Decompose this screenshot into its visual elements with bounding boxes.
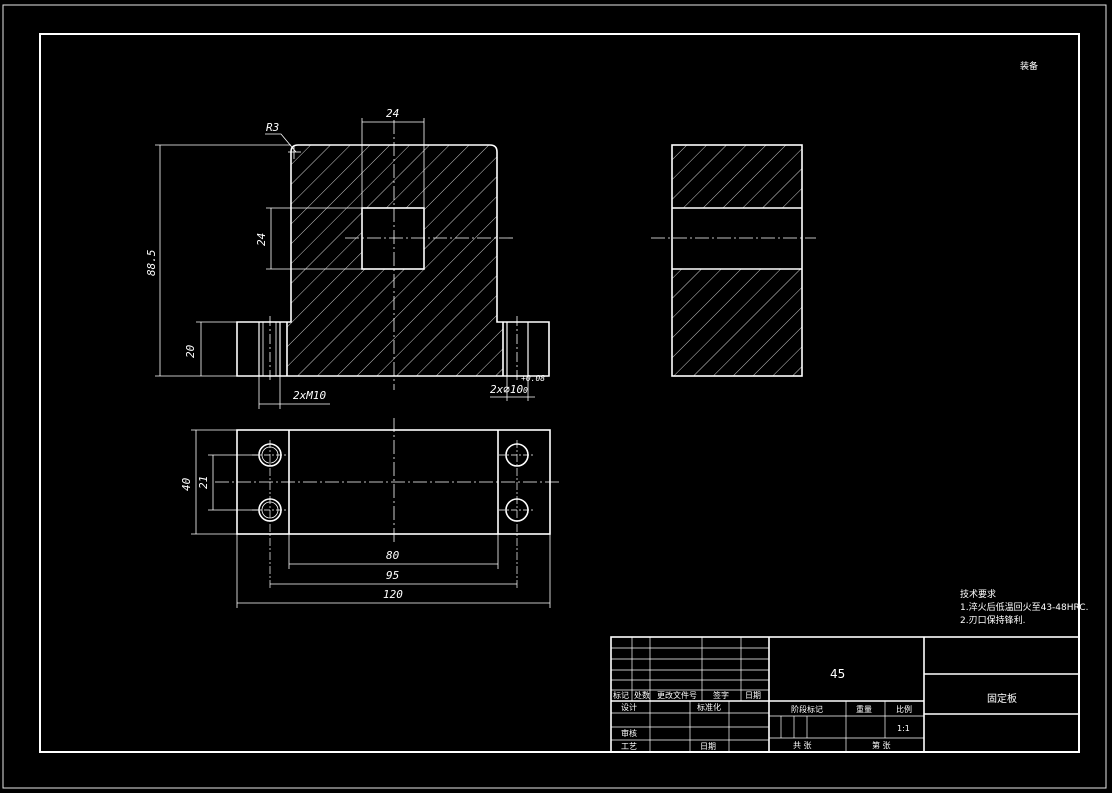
dim-fillet: R3 <box>266 121 280 134</box>
outer-frame <box>2 4 1107 789</box>
tb-sheet-no: 第 张 <box>872 741 891 750</box>
dim-bore-tol-upper: +0.08 <box>521 374 546 383</box>
side-lower-hatch <box>672 269 802 376</box>
dim-bore: 2x⌀10 <box>490 383 524 396</box>
tb-sheet-total: 共 张 <box>793 741 812 750</box>
front-section-view <box>236 120 550 390</box>
dim-inner-length: 80 <box>386 549 400 562</box>
tb-weight: 重量 <box>856 705 872 714</box>
tb-review: 审核 <box>621 729 637 738</box>
dim-hole-spacing: 95 <box>386 569 400 582</box>
dim-bore-tol-lower: 0 <box>523 386 528 395</box>
dim-thread: 2xM10 <box>293 389 327 402</box>
side-section-view <box>651 144 816 377</box>
dim-top-width: 24 <box>386 107 400 120</box>
tb-material: 45 <box>830 667 846 681</box>
tb-approve: 日期 <box>700 742 716 751</box>
dim-plan-hole-spacing: 21 <box>197 475 210 489</box>
side-upper-hatch <box>672 145 802 208</box>
tb-scale-value: 1:1 <box>897 724 910 733</box>
tb-mark: 标记 <box>613 691 629 700</box>
tb-part-name: 固定板 <box>987 694 1017 705</box>
front-dimensions <box>155 118 535 409</box>
front-outline <box>236 144 550 377</box>
tb-date: 日期 <box>745 691 761 700</box>
dim-hole-height: 24 <box>255 232 268 246</box>
dim-plan-width: 40 <box>180 477 193 491</box>
dim-overall-length: 120 <box>383 588 403 601</box>
tb-design: 设计 <box>621 703 637 712</box>
tb-scale: 比例 <box>896 705 912 714</box>
top-dimensions <box>191 429 551 608</box>
square-hole <box>361 207 425 270</box>
dim-foot-height: 20 <box>184 344 197 358</box>
title-block <box>610 636 1080 753</box>
tb-std: 标准化 <box>697 703 721 712</box>
dim-overall-height: 88.5 <box>145 249 158 277</box>
tb-sign: 签字 <box>713 691 729 700</box>
tb-stage: 阶段标记 <box>791 705 823 714</box>
inner-frame <box>39 33 1080 753</box>
tb-docno: 更改文件号 <box>657 691 697 700</box>
corner-mark: 装备 <box>1020 62 1039 72</box>
tech-notes-line1: 1.淬火后低温回火至43-48HRC. <box>960 603 1089 613</box>
tb-count: 处数 <box>634 691 650 700</box>
tech-notes-line2: 2.刃口保持锋利. <box>960 616 1026 626</box>
top-view <box>215 418 560 590</box>
tb-process: 工艺 <box>621 742 637 751</box>
tech-notes-title: 技术要求 <box>960 590 997 600</box>
side-outline <box>671 144 803 377</box>
